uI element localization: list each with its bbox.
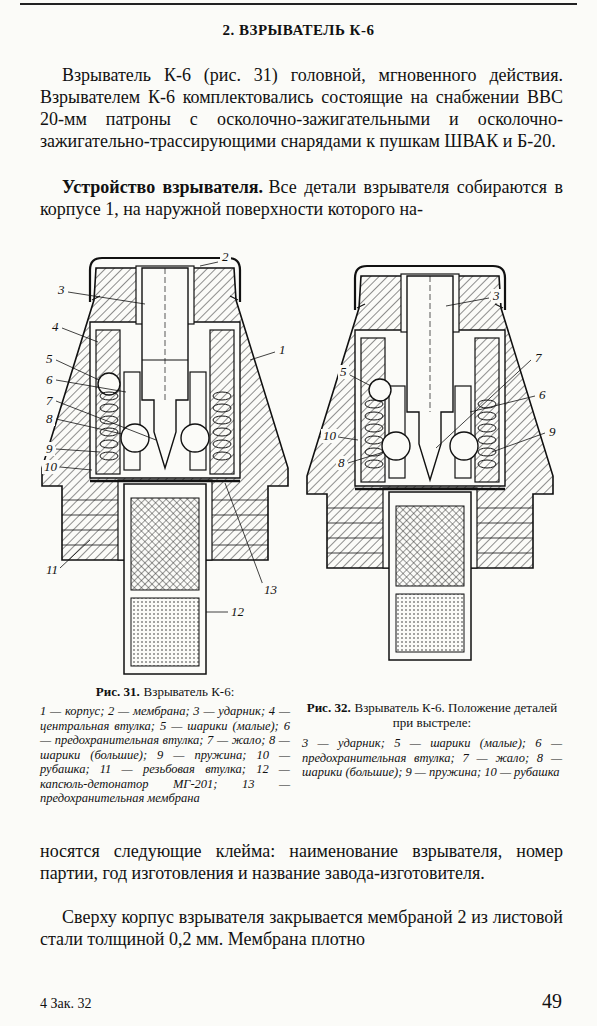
spring-coil bbox=[478, 436, 496, 444]
detonator-charge bbox=[396, 594, 464, 652]
figure-caption: Рис. 32. Взрыватель К-6. Положение детале… bbox=[302, 700, 562, 730]
spring-coil bbox=[478, 412, 496, 420]
callout-number: 10 bbox=[321, 429, 338, 443]
detonator-cap bbox=[389, 492, 471, 660]
spring-coil bbox=[365, 412, 383, 420]
figure-legend: 3 — ударник; 5 — шарики (малые); 6 — пре… bbox=[302, 736, 562, 780]
text-run: 1 — корпус; 2 — мембрана; 3 — ударник; 4… bbox=[40, 704, 290, 805]
spring-coil bbox=[213, 452, 231, 460]
spring-coil bbox=[100, 452, 118, 460]
large-ball bbox=[450, 432, 478, 460]
text-run: Взрыватель К-6: bbox=[144, 684, 235, 699]
figure-caption: Рис. 31. Взрыватель К-6: bbox=[40, 684, 290, 699]
callout-number: 5 bbox=[44, 352, 55, 366]
detonator-cap bbox=[124, 484, 206, 674]
callout-number: 9 bbox=[547, 425, 558, 439]
callout-number: 7 bbox=[44, 394, 55, 408]
spring-coil bbox=[365, 460, 383, 468]
text-run: Сверху корпус взрывателя закрывается мем… bbox=[40, 907, 563, 949]
text-run: 49 bbox=[542, 990, 562, 1012]
spring-coil bbox=[478, 448, 496, 456]
body-paragraph: носятся следующие клейма: наименование в… bbox=[40, 840, 563, 884]
body-paragraph: Взрыватель К-6 (рис. 31) головной, мгнов… bbox=[40, 64, 563, 152]
safety-sleeve bbox=[190, 372, 206, 470]
callout-number: 8 bbox=[44, 412, 55, 426]
lead-in: Устройство взрывателя. bbox=[62, 177, 263, 197]
callout-number: 11 bbox=[44, 563, 60, 577]
text-run: Взрыватель К-6. Положение деталей при вы… bbox=[355, 700, 558, 730]
small-ball bbox=[369, 379, 391, 401]
callout-number: 10 bbox=[42, 460, 59, 474]
callout-number: 13 bbox=[262, 583, 279, 597]
page-edge bbox=[20, 3, 577, 5]
callout-number: 12 bbox=[229, 605, 246, 619]
detonator-charge bbox=[131, 498, 199, 590]
callout-number: 1 bbox=[277, 343, 288, 357]
spring-coil bbox=[100, 392, 118, 400]
callout-number: 8 bbox=[336, 456, 347, 470]
figure-32 bbox=[307, 266, 553, 660]
spring-coil bbox=[478, 460, 496, 468]
section-title: 2. ВЗРЫВАТЕЛЬ К-6 bbox=[0, 22, 597, 39]
striker bbox=[407, 276, 453, 480]
detonator-charge bbox=[131, 598, 199, 666]
leader-lines bbox=[56, 262, 275, 612]
callout-number: 3 bbox=[491, 289, 502, 303]
striker-step bbox=[142, 360, 188, 361]
spring-coils bbox=[100, 392, 496, 468]
safety-sleeve bbox=[124, 372, 140, 470]
spring-coil bbox=[213, 416, 231, 424]
detonator-charge bbox=[396, 506, 464, 586]
spring-coil bbox=[365, 424, 383, 432]
text-run: 4 Зак. 32 bbox=[40, 996, 92, 1011]
body-paragraph: Устройство взрывателя.Все детали взрыват… bbox=[40, 176, 563, 220]
lead-in: Рис. 31. bbox=[96, 684, 140, 699]
lead-in: Рис. 32. bbox=[307, 700, 351, 715]
page-number: 49 bbox=[500, 990, 562, 1012]
callout-number: 2 bbox=[220, 250, 231, 264]
text-run: 3 — ударник; 5 — шарики (малые); 6 — пре… bbox=[302, 736, 562, 779]
spring-coil bbox=[365, 400, 383, 408]
print-mark: 4 Зак. 32 bbox=[40, 996, 200, 1012]
text-run: носятся следующие клейма: наименование в… bbox=[40, 841, 563, 883]
leader-lines bbox=[338, 298, 545, 463]
callout-number: 4 bbox=[50, 320, 61, 334]
spring-coil bbox=[478, 400, 496, 408]
spring-coil bbox=[478, 424, 496, 432]
figure-legend: 1 — корпус; 2 — мембрана; 3 — ударник; 4… bbox=[40, 704, 290, 806]
spring-coil bbox=[100, 416, 118, 424]
callout-number: 6 bbox=[537, 388, 548, 402]
callout-number: 5 bbox=[338, 365, 349, 379]
spring-coil bbox=[213, 428, 231, 436]
axis-line bbox=[165, 268, 166, 400]
figure-31 bbox=[42, 258, 288, 674]
spring-coil bbox=[213, 404, 231, 412]
body-paragraph: Сверху корпус взрывателя закрывается мем… bbox=[40, 906, 563, 950]
callout-number: 6 bbox=[44, 373, 55, 387]
spring-coil bbox=[213, 440, 231, 448]
spring-coil bbox=[213, 392, 231, 400]
text-run: Взрыватель К-6 (рис. 31) головной, мгнов… bbox=[40, 65, 563, 151]
spring-coil bbox=[365, 436, 383, 444]
spring-coil bbox=[365, 448, 383, 456]
spring-coil bbox=[100, 428, 118, 436]
callout-number: 9 bbox=[44, 442, 55, 456]
spring-coil bbox=[100, 440, 118, 448]
spring-coil bbox=[100, 404, 118, 412]
large-ball bbox=[181, 424, 209, 452]
large-ball bbox=[382, 432, 410, 460]
callout-number: 7 bbox=[533, 351, 544, 365]
axis-line bbox=[430, 276, 431, 412]
callout-number: 3 bbox=[56, 283, 67, 297]
